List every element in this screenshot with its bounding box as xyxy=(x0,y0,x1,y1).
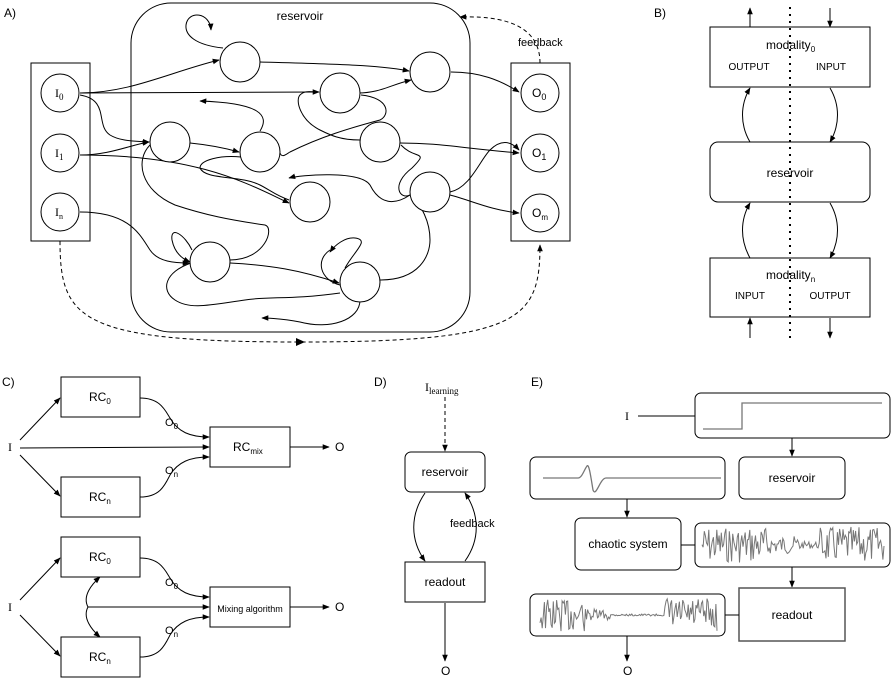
reservoir-node xyxy=(359,121,401,163)
input-node-0 xyxy=(40,73,80,113)
reservoir-connections xyxy=(79,14,520,326)
output-node-1 xyxy=(520,133,560,173)
d-output-label: O xyxy=(441,664,450,678)
e-output-label: O xyxy=(623,664,632,678)
chaotic-system-box xyxy=(574,517,682,571)
reservoir-label-b: reservoir xyxy=(767,166,814,180)
modality-bottom-input: INPUT xyxy=(735,291,765,302)
panel-d-label: D) xyxy=(374,375,387,389)
d-readout-box xyxy=(404,561,486,603)
rcn-box-upper xyxy=(60,476,141,518)
step-signal xyxy=(703,402,882,430)
rcmix-label: RCmix xyxy=(233,440,263,456)
c-output-lower: O xyxy=(335,600,344,614)
bypass-arrow xyxy=(59,240,543,343)
panel-e: E) I reservoir chaotic system readout O xyxy=(529,375,891,678)
rcn-label-lower: RCn xyxy=(89,650,111,666)
c-upper-arrows xyxy=(19,397,330,498)
output-label-1: O1 xyxy=(532,146,546,162)
input-node-n xyxy=(40,192,80,232)
mixing-label: Mixing algorithm xyxy=(217,604,283,614)
reservoir-node xyxy=(339,261,381,303)
d-reservoir-label: reservoir xyxy=(422,465,469,479)
reservoir-node xyxy=(289,181,331,223)
reservoir-node xyxy=(319,72,361,114)
output-node-m xyxy=(520,193,560,233)
output-label-m: Om xyxy=(532,206,548,222)
bypass-arrow-head xyxy=(296,338,305,346)
reservoir-node xyxy=(189,241,231,283)
c-input-upper: I xyxy=(8,440,12,454)
input-label-1: I1 xyxy=(55,146,64,162)
rc0-label-lower: RC0 xyxy=(89,550,111,566)
step-signal-box xyxy=(694,392,891,439)
c-on-upper: On xyxy=(165,465,178,479)
impulse-response-signal xyxy=(543,465,721,493)
reservoir-nodes xyxy=(149,41,451,303)
modality-top-label: modality0 xyxy=(766,38,816,54)
d-readout-label: readout xyxy=(425,575,466,589)
modality-top-input: INPUT xyxy=(816,62,846,73)
readout-signal xyxy=(539,597,718,632)
c-input-lower: I xyxy=(8,600,12,614)
panel-c: C) I RC0 RCn RCmix O0 On O I RC0 RCn Mix… xyxy=(2,375,344,678)
panel-d: D) Ilearning reservoir readout feedback … xyxy=(374,375,495,678)
c-o0-lower: O0 xyxy=(165,577,179,591)
chaotic-signal xyxy=(701,525,885,564)
panel-b-arrows xyxy=(742,7,838,339)
panel-a: A) reservoir I0 I1 In O0 O1 Om xyxy=(4,2,571,346)
d-arrows xyxy=(413,397,477,662)
c-output-upper: O xyxy=(335,440,344,454)
e-reservoir-label: reservoir xyxy=(769,471,816,485)
modality-top-output: OUTPUT xyxy=(728,62,769,73)
c-o0-upper: O0 xyxy=(165,417,179,431)
reservoir-box xyxy=(130,2,471,333)
rcn-box-lower xyxy=(60,636,141,678)
rc0-box-upper xyxy=(60,376,141,418)
reservoir-node xyxy=(149,121,191,163)
rcmix-box xyxy=(209,426,291,468)
reservoir-title: reservoir xyxy=(277,9,324,23)
input-label-0: I0 xyxy=(55,86,64,102)
panel-e-label: E) xyxy=(531,375,543,389)
chaotic-system-label: chaotic system xyxy=(588,537,667,551)
d-input-label: Ilearning xyxy=(425,380,459,396)
modality-bottom-output: OUTPUT xyxy=(809,291,850,302)
output-label-0: O0 xyxy=(532,86,546,102)
reservoir-node xyxy=(219,41,261,83)
mixing-box xyxy=(209,586,291,628)
feedback-arrow xyxy=(459,13,541,64)
e-input-label: I xyxy=(625,409,629,423)
reservoir-node xyxy=(409,171,451,213)
e-reservoir-box xyxy=(738,456,846,500)
input-node-1 xyxy=(40,133,80,173)
panel-c-label: C) xyxy=(2,375,15,389)
rc0-box-lower xyxy=(60,536,141,578)
panel-a-label: A) xyxy=(4,6,16,20)
modality-bottom-label: modalityn xyxy=(766,268,815,284)
d-reservoir-box xyxy=(404,451,486,493)
e-readout-box xyxy=(738,587,846,642)
reservoir-node xyxy=(239,131,281,173)
output-node-0 xyxy=(520,73,560,113)
d-feedback-label: feedback xyxy=(450,518,495,530)
input-label-n: In xyxy=(55,205,63,221)
panel-b-label: B) xyxy=(654,6,666,20)
feedback-label: feedback xyxy=(518,37,563,49)
rcn-label-upper: RCn xyxy=(89,490,111,506)
e-readout-label: readout xyxy=(772,608,813,622)
reservoir-node xyxy=(409,51,451,93)
rc0-label-upper: RC0 xyxy=(89,390,111,406)
c-on-lower: On xyxy=(165,625,178,639)
c-lower-arrows xyxy=(19,557,330,658)
panel-b: B) modality0 OUTPUT INPUT reservoir moda… xyxy=(654,6,871,340)
